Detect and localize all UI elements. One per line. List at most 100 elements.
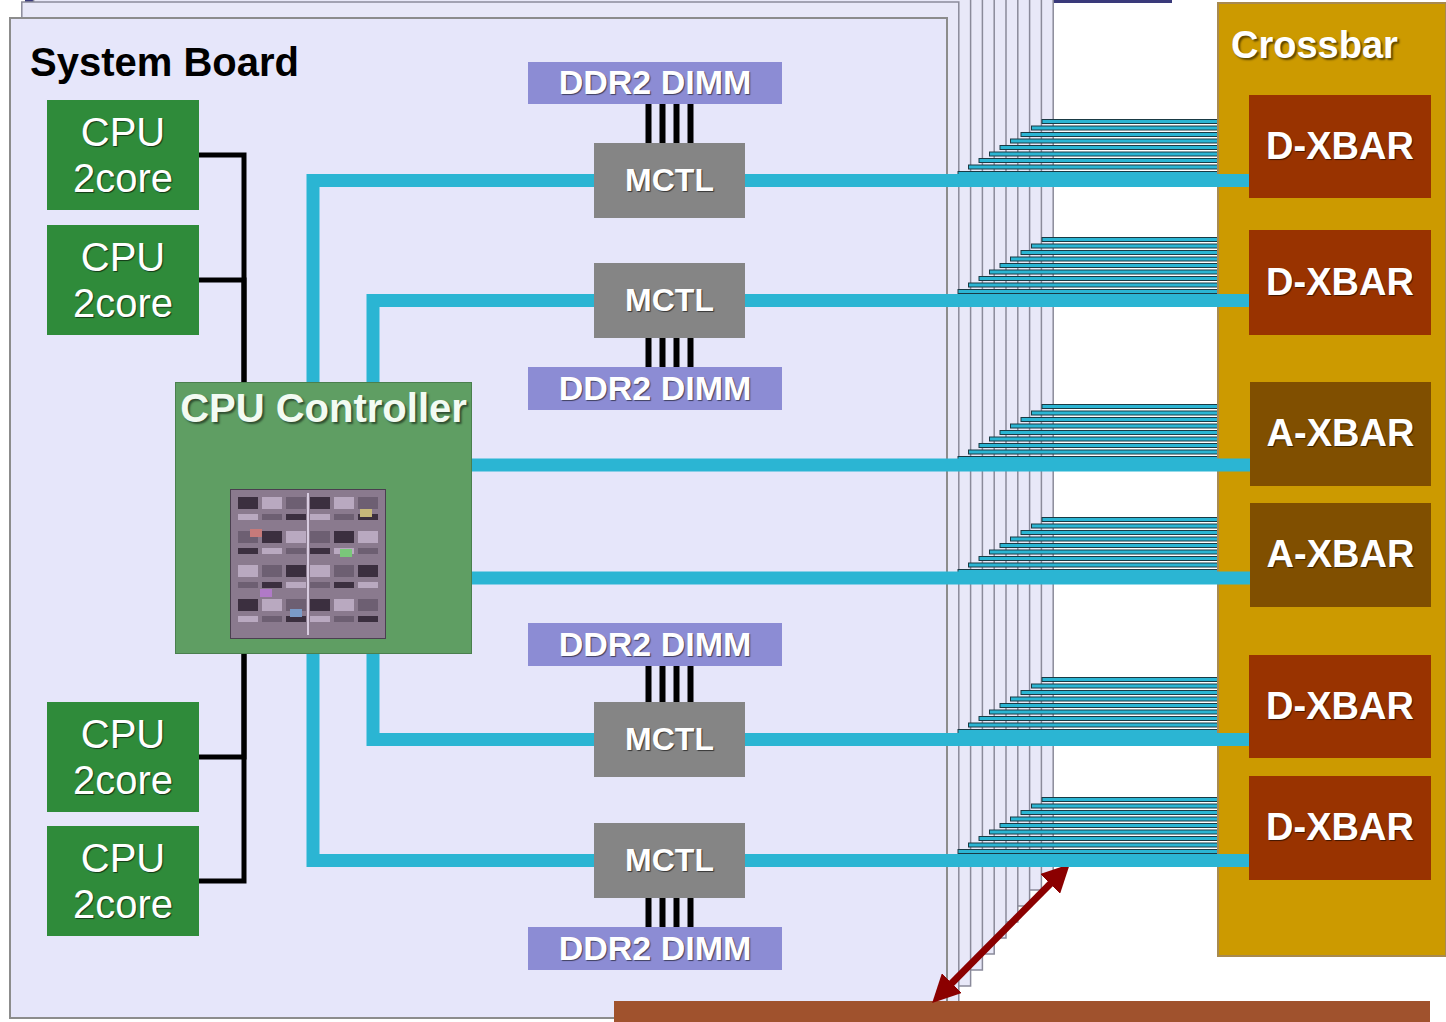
stacked-link (980, 837, 1219, 840)
stacked-link (1010, 424, 1218, 429)
stacked-link (1000, 145, 1219, 150)
stacked-link (1001, 431, 1219, 434)
stacked-link (1010, 697, 1218, 702)
stacked-link (1011, 140, 1218, 143)
stacked-link (1010, 139, 1218, 144)
box-label: D-XBAR (1266, 686, 1414, 728)
stacked-link (980, 444, 1219, 447)
stacked-link (989, 550, 1218, 555)
crossbar-panel: CrossbarD-XBARD-XBARA-XBARA-XBARD-XBARD-… (1218, 3, 1446, 956)
data-crossbar: D-XBAR (1249, 230, 1431, 335)
stacked-link (968, 563, 1218, 568)
box-label: D-XBAR (1266, 807, 1414, 849)
stacked-link (1022, 418, 1219, 421)
box-label: CPU 2core (47, 234, 199, 326)
box-label: DDR2 DIMM (559, 370, 752, 407)
stacked-link (968, 165, 1218, 170)
cpu-bus (199, 155, 244, 382)
stacked-link (958, 849, 1219, 854)
box-label: CPU 2core (47, 711, 199, 803)
box-label: CPU 2core (47, 109, 199, 201)
box-label: CPU 2core (47, 835, 199, 927)
stacked-link (1042, 517, 1219, 522)
memory-bus (649, 104, 691, 144)
stacked-link (959, 730, 1219, 733)
dimm-module: DDR2 DIMM (528, 623, 782, 666)
stacked-link (1032, 805, 1218, 808)
stacked-link (969, 564, 1218, 567)
stacked-link (989, 710, 1218, 715)
stacked-link (1022, 133, 1219, 136)
stacked-link (1001, 824, 1219, 827)
stacked-link (990, 551, 1218, 554)
stacked-link (1032, 245, 1218, 248)
board-ground (10, 18, 947, 1018)
stacked-link (979, 836, 1219, 841)
system-link (313, 654, 594, 861)
data-crossbar: D-XBAR (1249, 95, 1431, 198)
stacked-link (1043, 518, 1219, 521)
stacked-link (1031, 524, 1218, 529)
memory-bus (649, 898, 691, 927)
stacked-link (1031, 804, 1218, 809)
system-link (745, 174, 1249, 187)
stacked-link (1011, 258, 1218, 261)
stacked-link (968, 723, 1218, 728)
system-board: System BoardCPU 2coreCPU 2coreCPU Contro… (10, 18, 947, 1018)
crossbar-ground (1218, 3, 1446, 956)
stacked-link (1031, 126, 1218, 131)
stacked-link (1021, 417, 1219, 422)
system-link (472, 459, 1250, 472)
stacked-link (990, 711, 1218, 714)
cpu-box: CPU 2core (47, 100, 199, 210)
stacked-link (979, 276, 1219, 281)
stacked-link (1021, 530, 1219, 535)
system-link (313, 181, 594, 383)
stacked-link (1043, 405, 1219, 408)
stacked-link (1021, 132, 1219, 137)
dimm-module: DDR2 DIMM (528, 927, 782, 970)
dimm-module: DDR2 DIMM (528, 62, 782, 104)
stacked-link (990, 831, 1218, 834)
stacked-link (1011, 818, 1218, 821)
stacked-link (1022, 691, 1219, 694)
cpu-controller: CPU Controller (175, 382, 472, 654)
box-label: MCTL (625, 283, 714, 318)
stacked-link (1031, 684, 1218, 689)
stacked-link (989, 830, 1218, 835)
system-link (745, 854, 1249, 867)
chip-die-photo (230, 489, 386, 639)
box-label: D-XBAR (1266, 126, 1414, 168)
cpu-bus (199, 280, 244, 382)
stacked-link (1032, 685, 1218, 688)
pointer-arrow (942, 874, 1060, 993)
stacked-link (979, 443, 1219, 448)
stacked-link (979, 716, 1219, 721)
stacked-link (1032, 127, 1218, 130)
stacked-link (1001, 544, 1219, 547)
stacked-link (1042, 119, 1219, 124)
stacked-link (1022, 251, 1219, 254)
box-label: A-XBAR (1267, 413, 1415, 455)
data-crossbar: D-XBAR (1249, 776, 1431, 880)
stacked-link (1010, 257, 1218, 262)
stacked-link (1000, 703, 1219, 708)
stacked-link (989, 437, 1218, 442)
stacked-link (969, 166, 1218, 169)
box-label: DDR2 DIMM (559, 64, 752, 101)
cpu-box: CPU 2core (47, 826, 199, 936)
stacked-link (1021, 690, 1219, 695)
box-label: MCTL (625, 722, 714, 757)
box-label: DDR2 DIMM (559, 930, 752, 967)
stacked-link (969, 284, 1218, 287)
stacked-link (990, 271, 1218, 274)
bottom-banner (614, 1001, 1430, 1022)
stacked-link (1031, 411, 1218, 416)
stacked-link (968, 450, 1218, 455)
stacked-link (1021, 810, 1219, 815)
stacked-link (1043, 678, 1219, 681)
stacked-link (968, 283, 1218, 288)
memory-controller: MCTL (594, 143, 745, 218)
system-link (745, 294, 1249, 307)
